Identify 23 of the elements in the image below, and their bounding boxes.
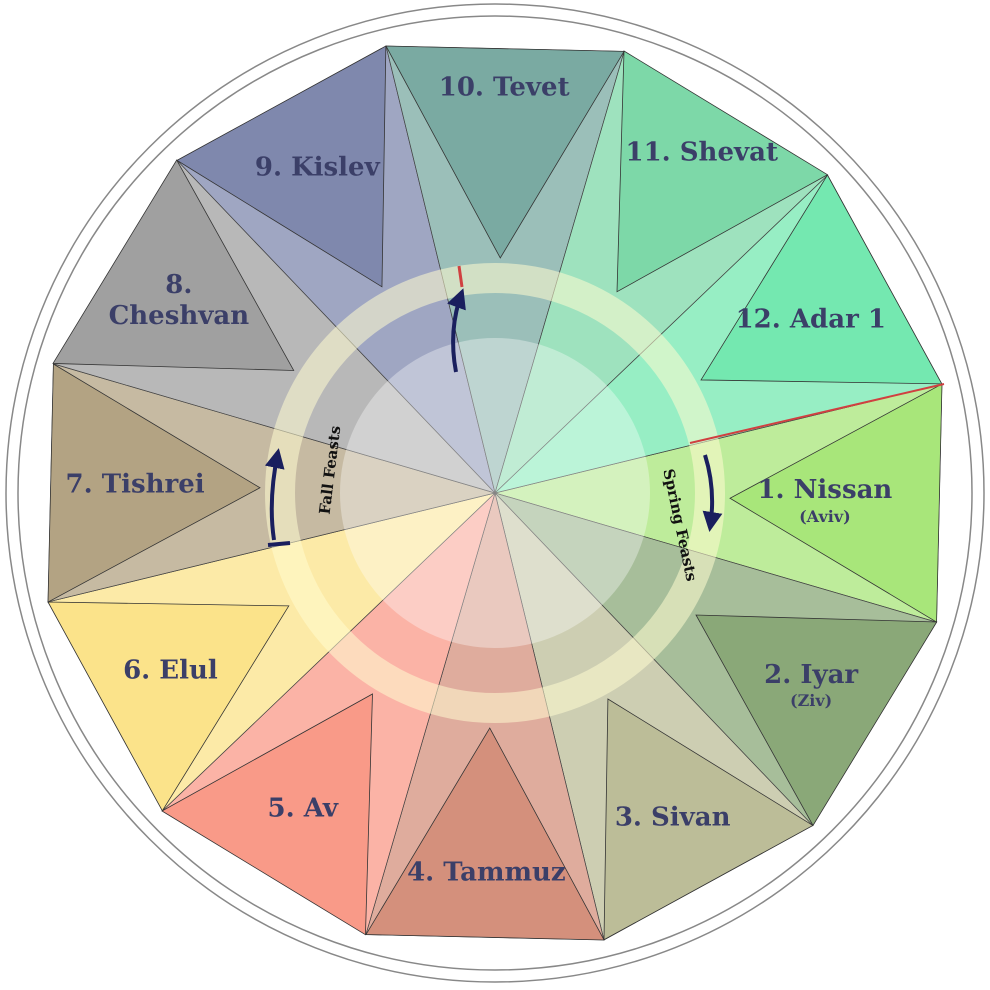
ring-label: Spring Feasts [659, 467, 701, 583]
month-name: 1. Nissan [756, 475, 894, 506]
month-name: 11. Shevat [624, 137, 779, 168]
month-name: 3. Sivan [614, 802, 732, 834]
month-name: 8. Cheshvan [108, 270, 250, 332]
month-segment [162, 694, 373, 934]
month-name: 5. Av [266, 794, 340, 825]
ring-label: Fall Feasts [316, 424, 344, 516]
month-segment [366, 728, 604, 940]
month-segment [701, 175, 942, 384]
month-segment [730, 384, 942, 622]
alternate-month-name: (Ziv) [789, 691, 834, 710]
month-name: 7. Tishrei [64, 469, 206, 500]
month-segment [48, 364, 260, 602]
alternate-month-name: (Aviv) [798, 506, 852, 526]
month-name: 9. Kislev [254, 152, 382, 184]
month-name: 2. Iyar [763, 660, 860, 692]
month-name: 10. Tevet [438, 72, 571, 104]
month-name: 4. Tammuz [406, 857, 567, 888]
month-segment [617, 51, 828, 292]
month-name: 6. Elul [122, 655, 219, 686]
month-name: 12. Adar 1 [734, 304, 887, 336]
month-segment [386, 46, 624, 258]
